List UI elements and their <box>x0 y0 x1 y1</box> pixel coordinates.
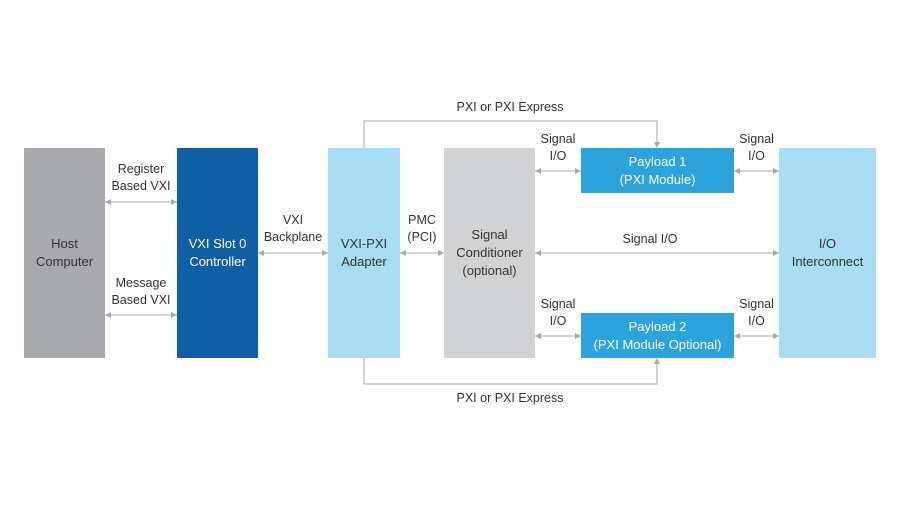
vxi-slot0-controller-label: VXI Slot 0 Controller <box>188 236 247 269</box>
register-based-vxi-label: Register Based VXI <box>111 162 171 193</box>
vxi-pxi-adapter-label: VXI-PXI Adapter <box>340 236 388 269</box>
vxi-pxi-adapter-block: VXI-PXI Adapter <box>328 148 400 358</box>
pxi-bottom-label: PXI or PXI Express <box>456 391 564 405</box>
signal-io-right-top-label: Signal I/O <box>739 132 774 163</box>
message-based-vxi-label: Message Based VXI <box>111 276 171 307</box>
pmc-pci-label: PMC (PCI) <box>407 213 437 244</box>
arrowhead <box>535 168 541 174</box>
vxi-backplane-label: VXI Backplane <box>263 213 323 244</box>
arrowhead <box>773 333 779 339</box>
pxi-top-connector <box>363 120 658 148</box>
arrowhead <box>654 358 660 364</box>
signal-io-left-top-label: Signal I/O <box>540 132 576 163</box>
arrowhead <box>258 250 264 256</box>
arrowhead <box>535 333 541 339</box>
signal-io-right-bottom-label: Signal I/O <box>739 297 774 328</box>
io-interconnect-label: I/O Interconnect <box>791 236 864 269</box>
vxi-slot0-controller-block: VXI Slot 0 Controller <box>177 148 258 358</box>
signal-conditioner-label: Signal Conditioner (optional) <box>456 227 523 278</box>
io-interconnect-block: I/O Interconnect <box>779 148 876 358</box>
arrowhead <box>438 250 444 256</box>
arrowhead <box>773 250 779 256</box>
payload-1-label: Payload 1 (PXI Module) <box>619 153 696 187</box>
arrowhead <box>105 312 111 318</box>
arrowhead <box>171 312 177 318</box>
arrowhead <box>654 142 660 148</box>
pxi-bottom-connector <box>363 358 658 385</box>
signal-conditioner-block: Signal Conditioner (optional) <box>444 148 535 358</box>
signal-io-left-bottom-label: Signal I/O <box>540 297 576 328</box>
arrowhead <box>400 250 406 256</box>
arrowhead <box>105 199 111 205</box>
host-computer-label: Host Computer <box>35 236 94 269</box>
pxi-top-label: PXI or PXI Express <box>456 100 564 114</box>
arrowhead <box>734 333 740 339</box>
arrowhead <box>535 250 541 256</box>
payload-1-block: Payload 1 (PXI Module) <box>581 148 734 193</box>
arrowhead <box>322 250 328 256</box>
host-computer-block: Host Computer <box>24 148 105 358</box>
arrowhead <box>734 168 740 174</box>
arrowhead <box>575 168 581 174</box>
signal-io-middle-label: Signal I/O <box>622 232 678 246</box>
arrowhead <box>171 199 177 205</box>
payload-2-label: Payload 2 (PXI Module Optional) <box>593 318 722 352</box>
arrowhead <box>575 333 581 339</box>
payload-2-block: Payload 2 (PXI Module Optional) <box>581 313 734 358</box>
arrowhead <box>773 168 779 174</box>
